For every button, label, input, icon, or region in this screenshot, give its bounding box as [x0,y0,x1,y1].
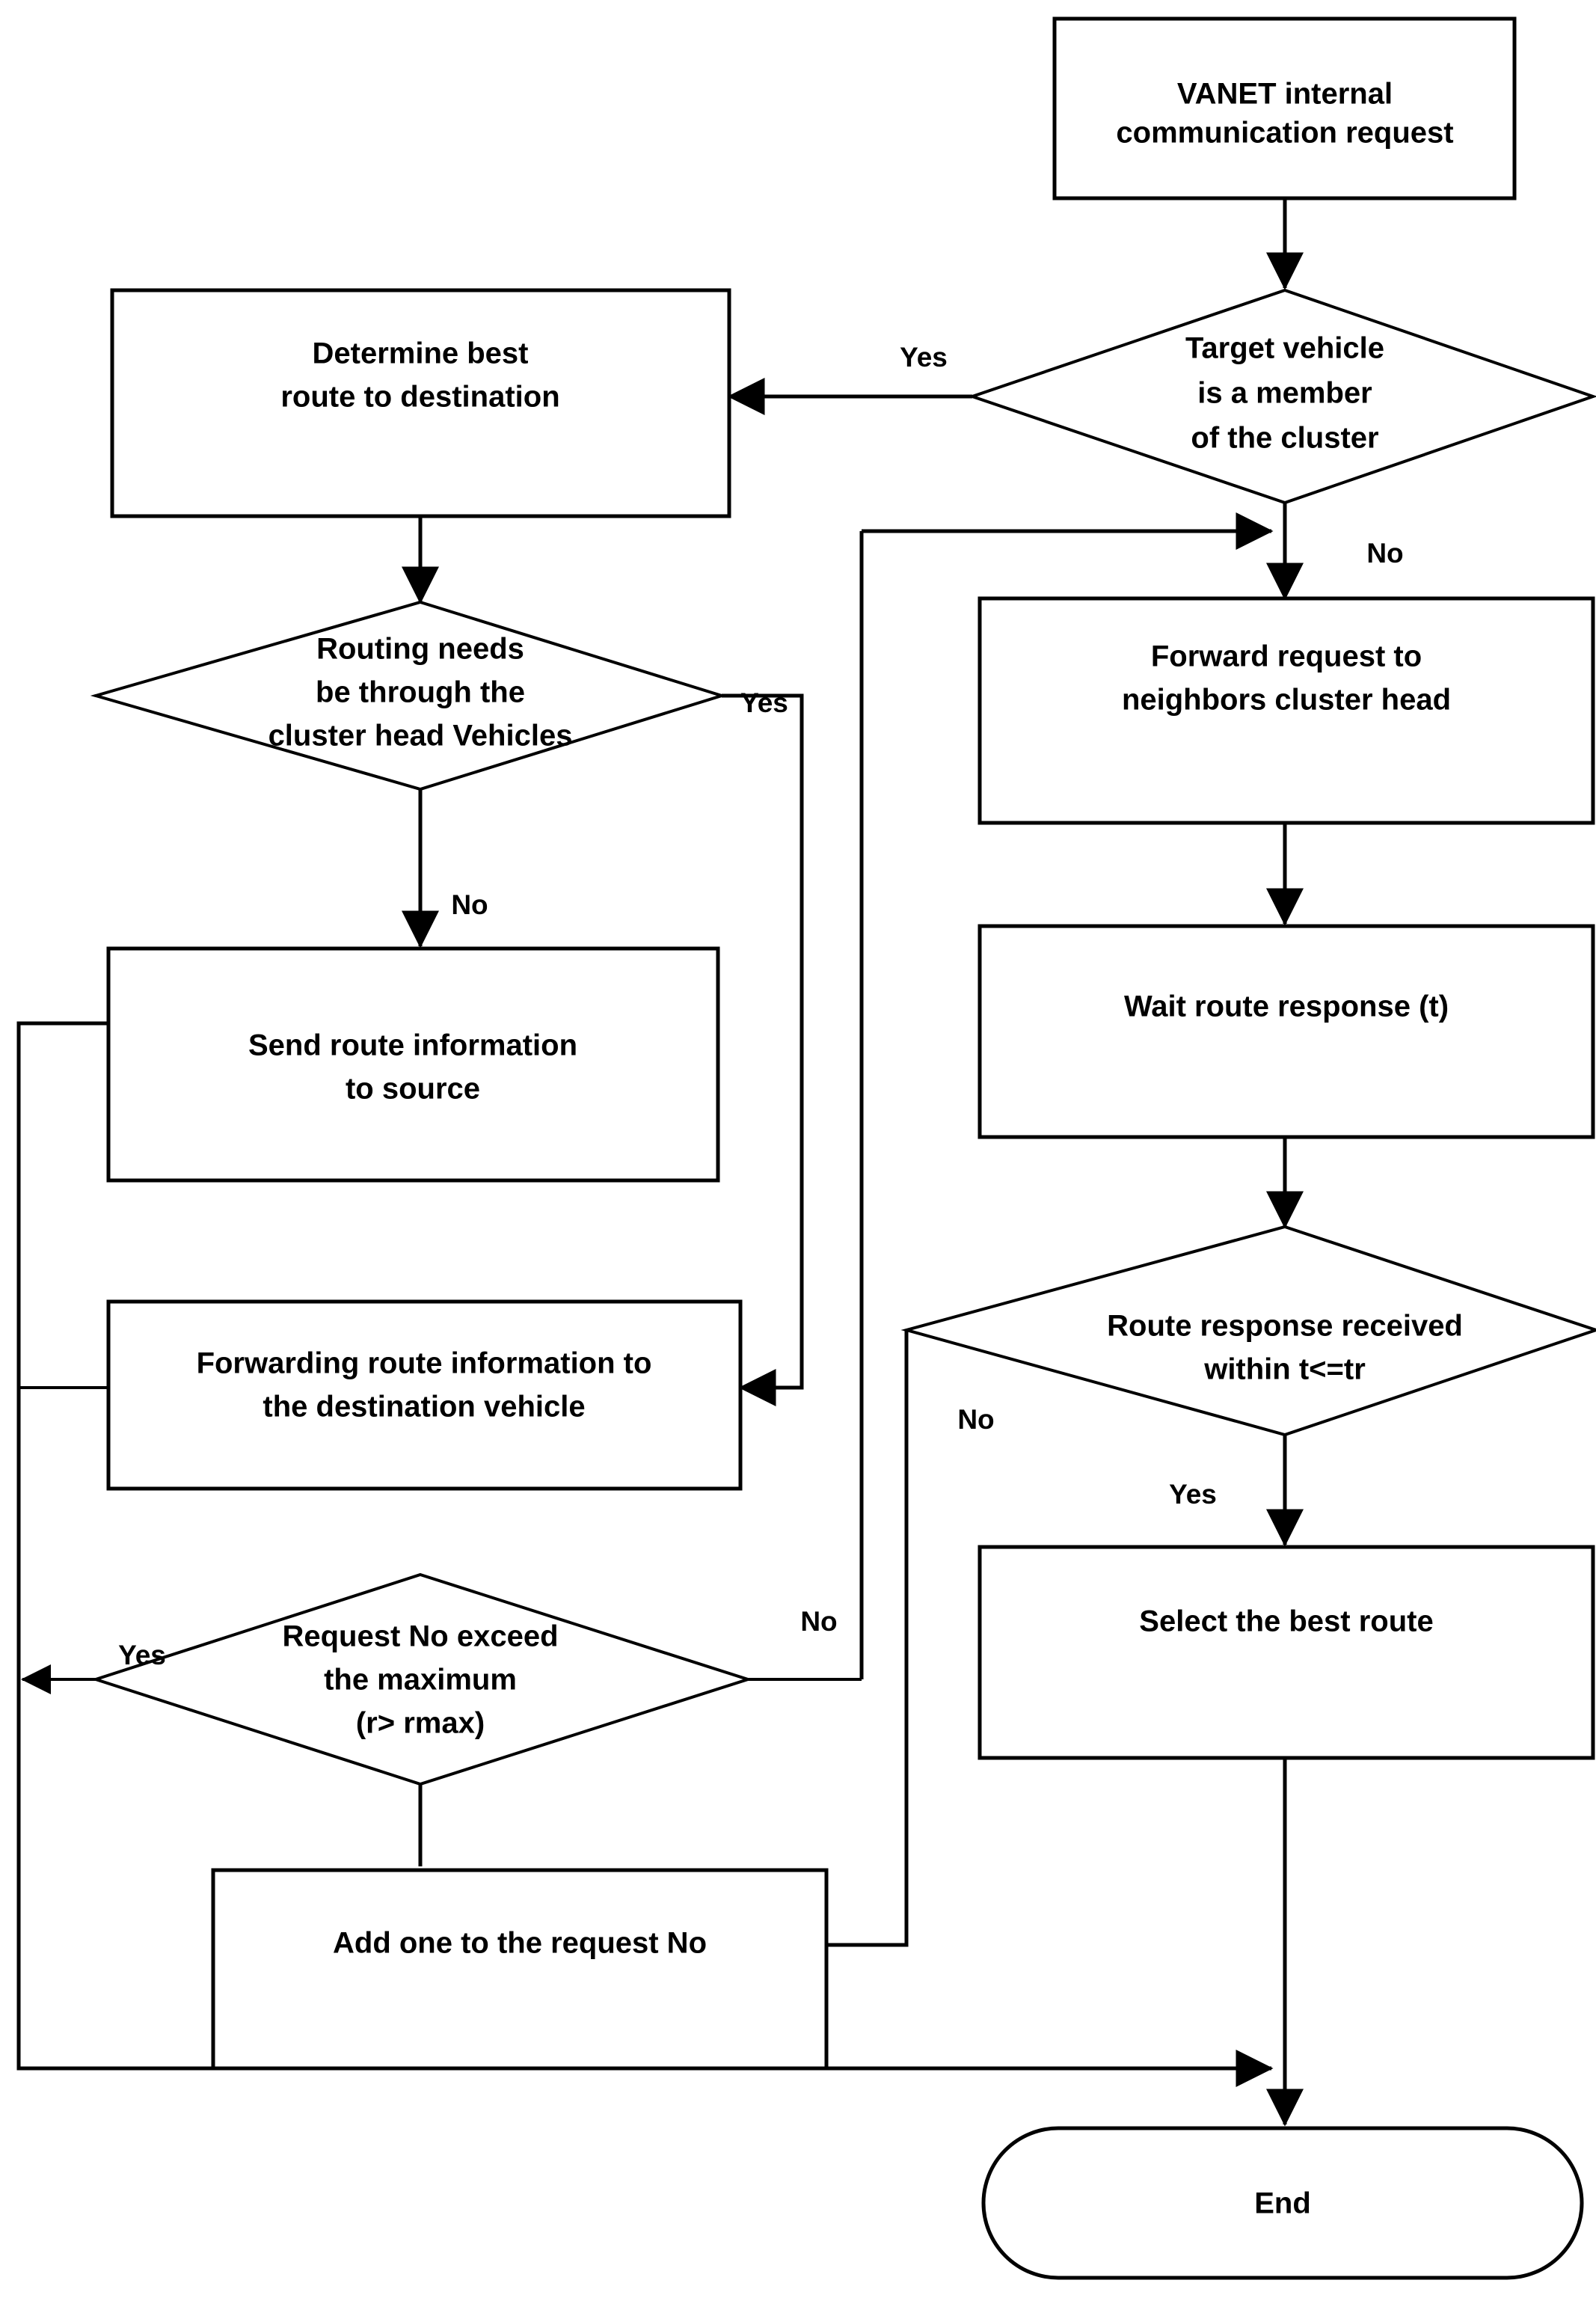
node-send-route-info-label-line2: to source [346,1073,480,1106]
node-forward-request-label-line1: Forward request to [1151,640,1422,673]
node-routing-through-ch-label-line1: Routing needs [316,633,524,666]
node-route-response-received-label-line2: within t<=tr [1203,1353,1366,1386]
node-forward-route-info-label-line2: the destination vehicle [263,1391,585,1424]
node-wait-route-response-shape [977,924,1595,1139]
node-select-best-route-label: Select the best route [1139,1605,1433,1638]
node-end-label: End [1254,2187,1311,2220]
node-add-one-request[interactable]: Add one to the request No [211,1868,829,2071]
node-target-member-shape [967,288,1596,505]
node-request-no-exceed[interactable]: Request No exceed the maximum (r> rmax) [90,1572,753,1786]
node-route-response-received-label-line1: Route response received [1107,1310,1463,1343]
edge-label-request-no-exceed-yes: Yes [118,1640,166,1670]
node-add-one-request-label: Add one to the request No [333,1927,707,1960]
edge-label-routing-through-ch-yes: Yes [740,687,788,718]
node-request-no-exceed-label-line2: the maximum [324,1664,517,1697]
node-select-best-route-shape [977,1545,1595,1760]
node-forward-request[interactable]: Forward request to neighbors cluster hea… [977,596,1595,825]
node-end-shape [981,2126,1584,2280]
node-target-member-label-line1: Target vehicle [1185,332,1384,365]
node-determine-best-route-label-line1: Determine best [313,337,529,370]
node-forward-route-info-shape [106,1299,743,1491]
node-target-member-label-line2: is a member [1197,377,1372,410]
node-target-member-label-line3: of the cluster [1191,422,1378,455]
node-request-no-exceed-label-line1: Request No exceed [282,1620,558,1653]
node-wait-route-response[interactable]: Wait route response (t) [977,924,1595,1139]
edge-route-response-no-to-add-one [753,1330,909,1964]
node-route-response-received-shape [900,1225,1596,1437]
node-forward-request-label-line2: neighbors cluster head [1122,684,1451,717]
edge-label-routing-through-ch-no: No [451,889,488,920]
node-wait-route-response-label: Wait route response (t) [1124,990,1449,1023]
node-start-label-line2: communication request [1116,117,1453,150]
node-forward-request-shape [977,596,1595,825]
node-start[interactable]: VANET internal communication request [1052,16,1517,200]
edge-routing-yes-to-forward-route-info [722,693,804,1406]
node-select-best-route[interactable]: Select the best route [977,1545,1595,1760]
node-forward-route-info[interactable]: Forwarding route information to the dest… [106,1299,743,1491]
node-route-response-received[interactable]: Route response received within t<=tr [900,1225,1596,1437]
node-add-one-request-shape [211,1868,829,2071]
edge-label-target-member-no: No [1366,538,1403,569]
node-routing-through-ch-label-line3: cluster head Vehicles [268,720,573,753]
node-send-route-info-label-line1: Send route information [248,1029,577,1062]
edge-label-route-response-no: No [957,1404,994,1435]
node-send-route-info[interactable]: Send route information to source [106,946,720,1183]
node-target-member[interactable]: Target vehicle is a member of the cluste… [967,288,1596,505]
node-routing-through-ch[interactable]: Routing needs be through the cluster hea… [90,600,727,791]
node-start-shape [1052,16,1517,200]
node-send-route-info-shape [106,946,720,1183]
edge-label-target-member-yes: Yes [900,342,948,373]
node-forward-route-info-label-line1: Forwarding route information to [197,1347,652,1380]
edge-label-route-response-yes: Yes [1169,1479,1217,1510]
node-request-no-exceed-shape [90,1572,753,1786]
node-end[interactable]: End [981,2126,1584,2280]
edge-label-request-no-exceed-no: No [800,1606,837,1637]
node-determine-best-route[interactable]: Determine best route to destination [110,288,731,518]
node-routing-through-ch-shape [90,600,727,791]
node-determine-best-route-shape [110,288,731,518]
node-determine-best-route-label-line2: route to destination [280,381,559,414]
node-request-no-exceed-label-line3: (r> rmax) [356,1707,485,1740]
node-routing-through-ch-label-line2: be through the [316,676,525,709]
node-start-label-line1: VANET internal [1177,78,1393,111]
